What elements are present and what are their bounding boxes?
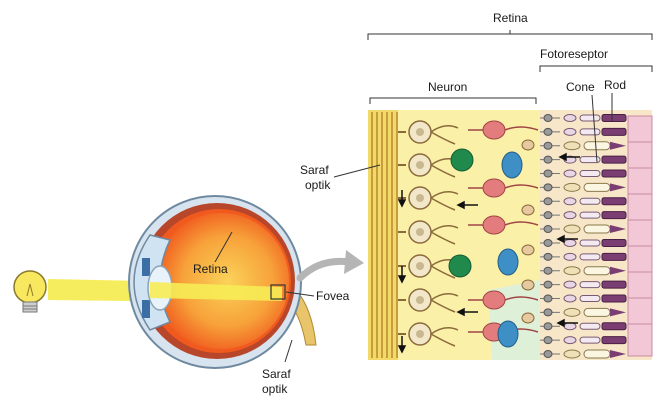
retina-enlargement: [368, 110, 652, 360]
fovea-label: Fovea: [316, 289, 350, 303]
cone-label: Cone: [566, 80, 595, 94]
green-neuron: [449, 255, 471, 277]
fotoreseptor-bracket: [540, 66, 652, 72]
right-saraf-label: Saraf: [300, 163, 329, 177]
pigment-epithelium: [628, 116, 652, 356]
eye-cross-section: [129, 196, 316, 368]
horizontal-cell: [522, 313, 534, 323]
bottom-optik-label: optik: [262, 382, 288, 396]
neuron-bracket: [370, 98, 536, 104]
blue-neuron: [498, 321, 518, 347]
horizontal-cell: [522, 140, 534, 150]
right-optik-label: optik: [305, 178, 331, 192]
retina-title: Retina: [493, 11, 528, 25]
bottom-optic-pointer: [285, 340, 292, 362]
blue-neuron: [498, 249, 518, 275]
horizontal-cell: [522, 245, 534, 255]
retina-bracket: [368, 34, 652, 40]
optic-fiber-bundle: [368, 110, 398, 360]
green-neuron: [451, 149, 473, 171]
neuron-label: Neuron: [428, 80, 467, 94]
light-bulb-icon: [14, 271, 46, 312]
rod-label: Rod: [604, 78, 626, 92]
fotoreseptor-label: Fotoreseptor: [540, 47, 608, 61]
horizontal-cell: [522, 205, 534, 215]
blue-neuron: [502, 152, 522, 178]
horizontal-cell: [522, 280, 534, 290]
bottom-saraf-label: Saraf: [262, 367, 291, 381]
enlargement-arrow: [300, 261, 350, 278]
eye-retina-label: Retina: [193, 262, 228, 276]
